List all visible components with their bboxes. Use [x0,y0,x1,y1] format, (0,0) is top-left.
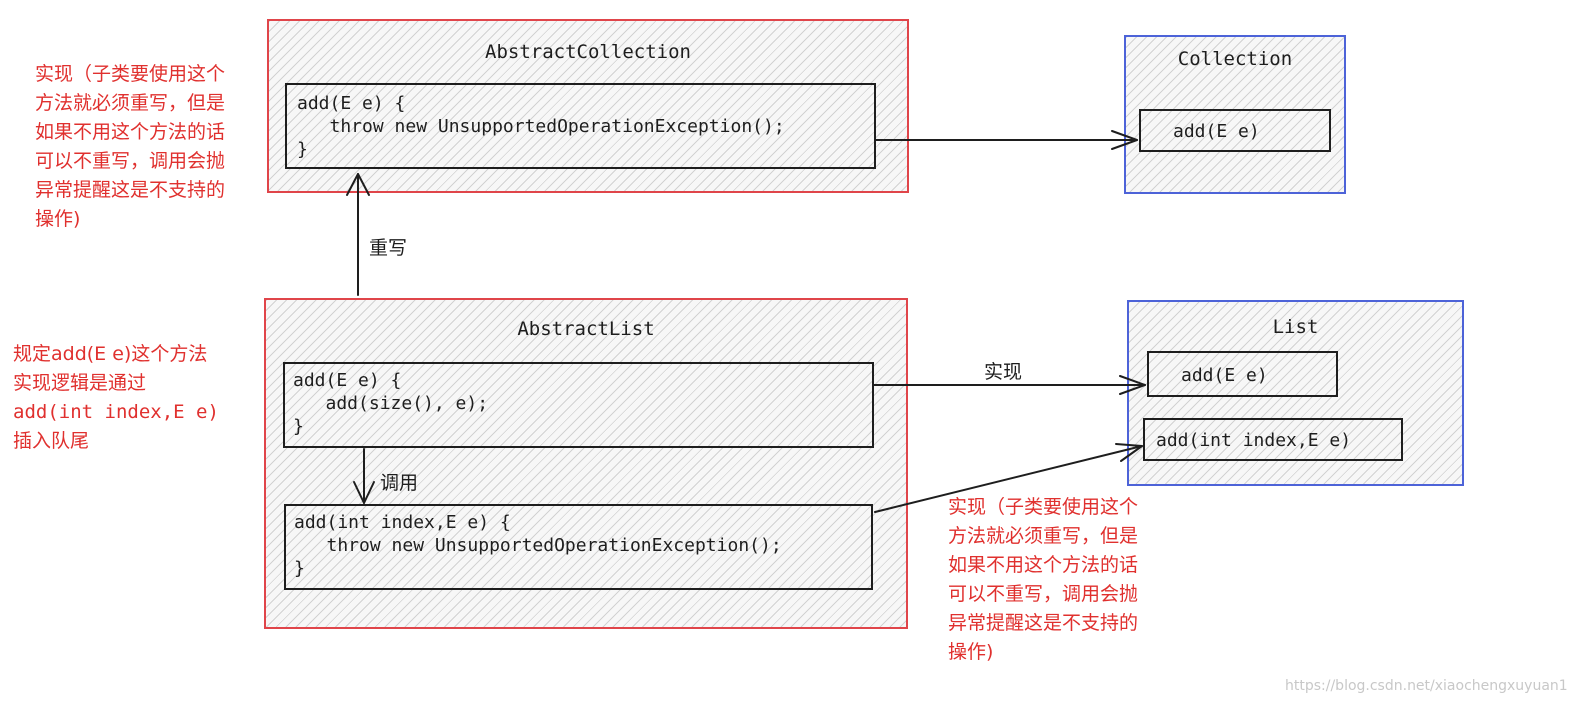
call-label: 调用 [380,472,419,494]
list-add-index-method[interactable]: add(int index,E e) [1143,418,1403,461]
abstract-list-title: AbstractList [517,318,655,340]
note-mid-left: 规定add(E e)这个方法 实现逻辑是通过 add(int index,E e… [13,340,219,456]
list-index-implement-arrowhead [1115,443,1143,462]
list-add-label: add(E e) [1181,365,1268,386]
abstract-collection-add-method[interactable]: add(E e) { throw new UnsupportedOperatio… [285,83,876,169]
abstract-list-add-index-code: add(int index,E e) { throw new Unsupport… [294,512,782,579]
collection-title: Collection [1177,48,1293,70]
note-line: 实现（子类要使用这个 [35,63,226,85]
collection-add-method[interactable]: add(E e) [1139,109,1331,152]
override-label: 重写 [369,237,408,259]
abstract-collection-title: AbstractCollection [485,41,691,63]
override-arrowhead [346,173,370,196]
abstract-collection-add-code: add(E e) { throw new UnsupportedOperatio… [297,93,785,160]
note-line: 异常提醒这是不支持的 [948,612,1139,634]
note-line: 实现（子类要使用这个 [948,496,1139,518]
abstract-list-add-code: add(E e) { add(size(), e); } [293,370,489,437]
note-top-left: 实现（子类要使用这个 方法就必须重写，但是 如果不用这个方法的话 可以不重写，调… [35,60,225,234]
call-arrowhead [353,481,375,504]
abstract-list-add-method[interactable]: add(E e) { add(size(), e); } [283,362,874,448]
list-title: List [1272,316,1319,338]
note-line: 实现逻辑是通过 [13,372,147,394]
list-add-method[interactable]: add(E e) [1147,351,1338,397]
note-line: 异常提醒这是不支持的 [35,179,226,201]
list-add-index-label: add(int index,E e) [1156,430,1352,451]
implement-label: 实现 [984,361,1023,383]
note-line: 如果不用这个方法的话 [948,554,1139,576]
note-line: 如果不用这个方法的话 [35,121,226,143]
note-line: 方法就必须重写，但是 [948,525,1139,547]
abstract-list-add-index-method[interactable]: add(int index,E e) { throw new Unsupport… [284,504,873,590]
list-index-implement-arrow [874,445,1143,513]
note-line: 操作) [35,208,81,230]
note-line: 插入队尾 [13,430,90,452]
note-line: 可以不重写，调用会抛 [35,150,226,172]
note-bottom-right: 实现（子类要使用这个 方法就必须重写，但是 如果不用这个方法的话 可以不重写，调… [948,493,1138,667]
list-implement-arrowhead [1119,375,1146,395]
collection-add-label: add(E e) [1173,121,1260,142]
note-line: add(int index,E e) [13,401,219,423]
watermark-text: https://blog.csdn.net/xiaochengxuyuan1 [1285,678,1568,694]
note-line: 操作) [948,641,994,663]
collection-implement-arrowhead [1111,130,1138,150]
note-line: 可以不重写，调用会抛 [948,583,1139,605]
note-line: 方法就必须重写，但是 [35,92,226,114]
note-line: 规定add(E e)这个方法 [13,343,208,365]
